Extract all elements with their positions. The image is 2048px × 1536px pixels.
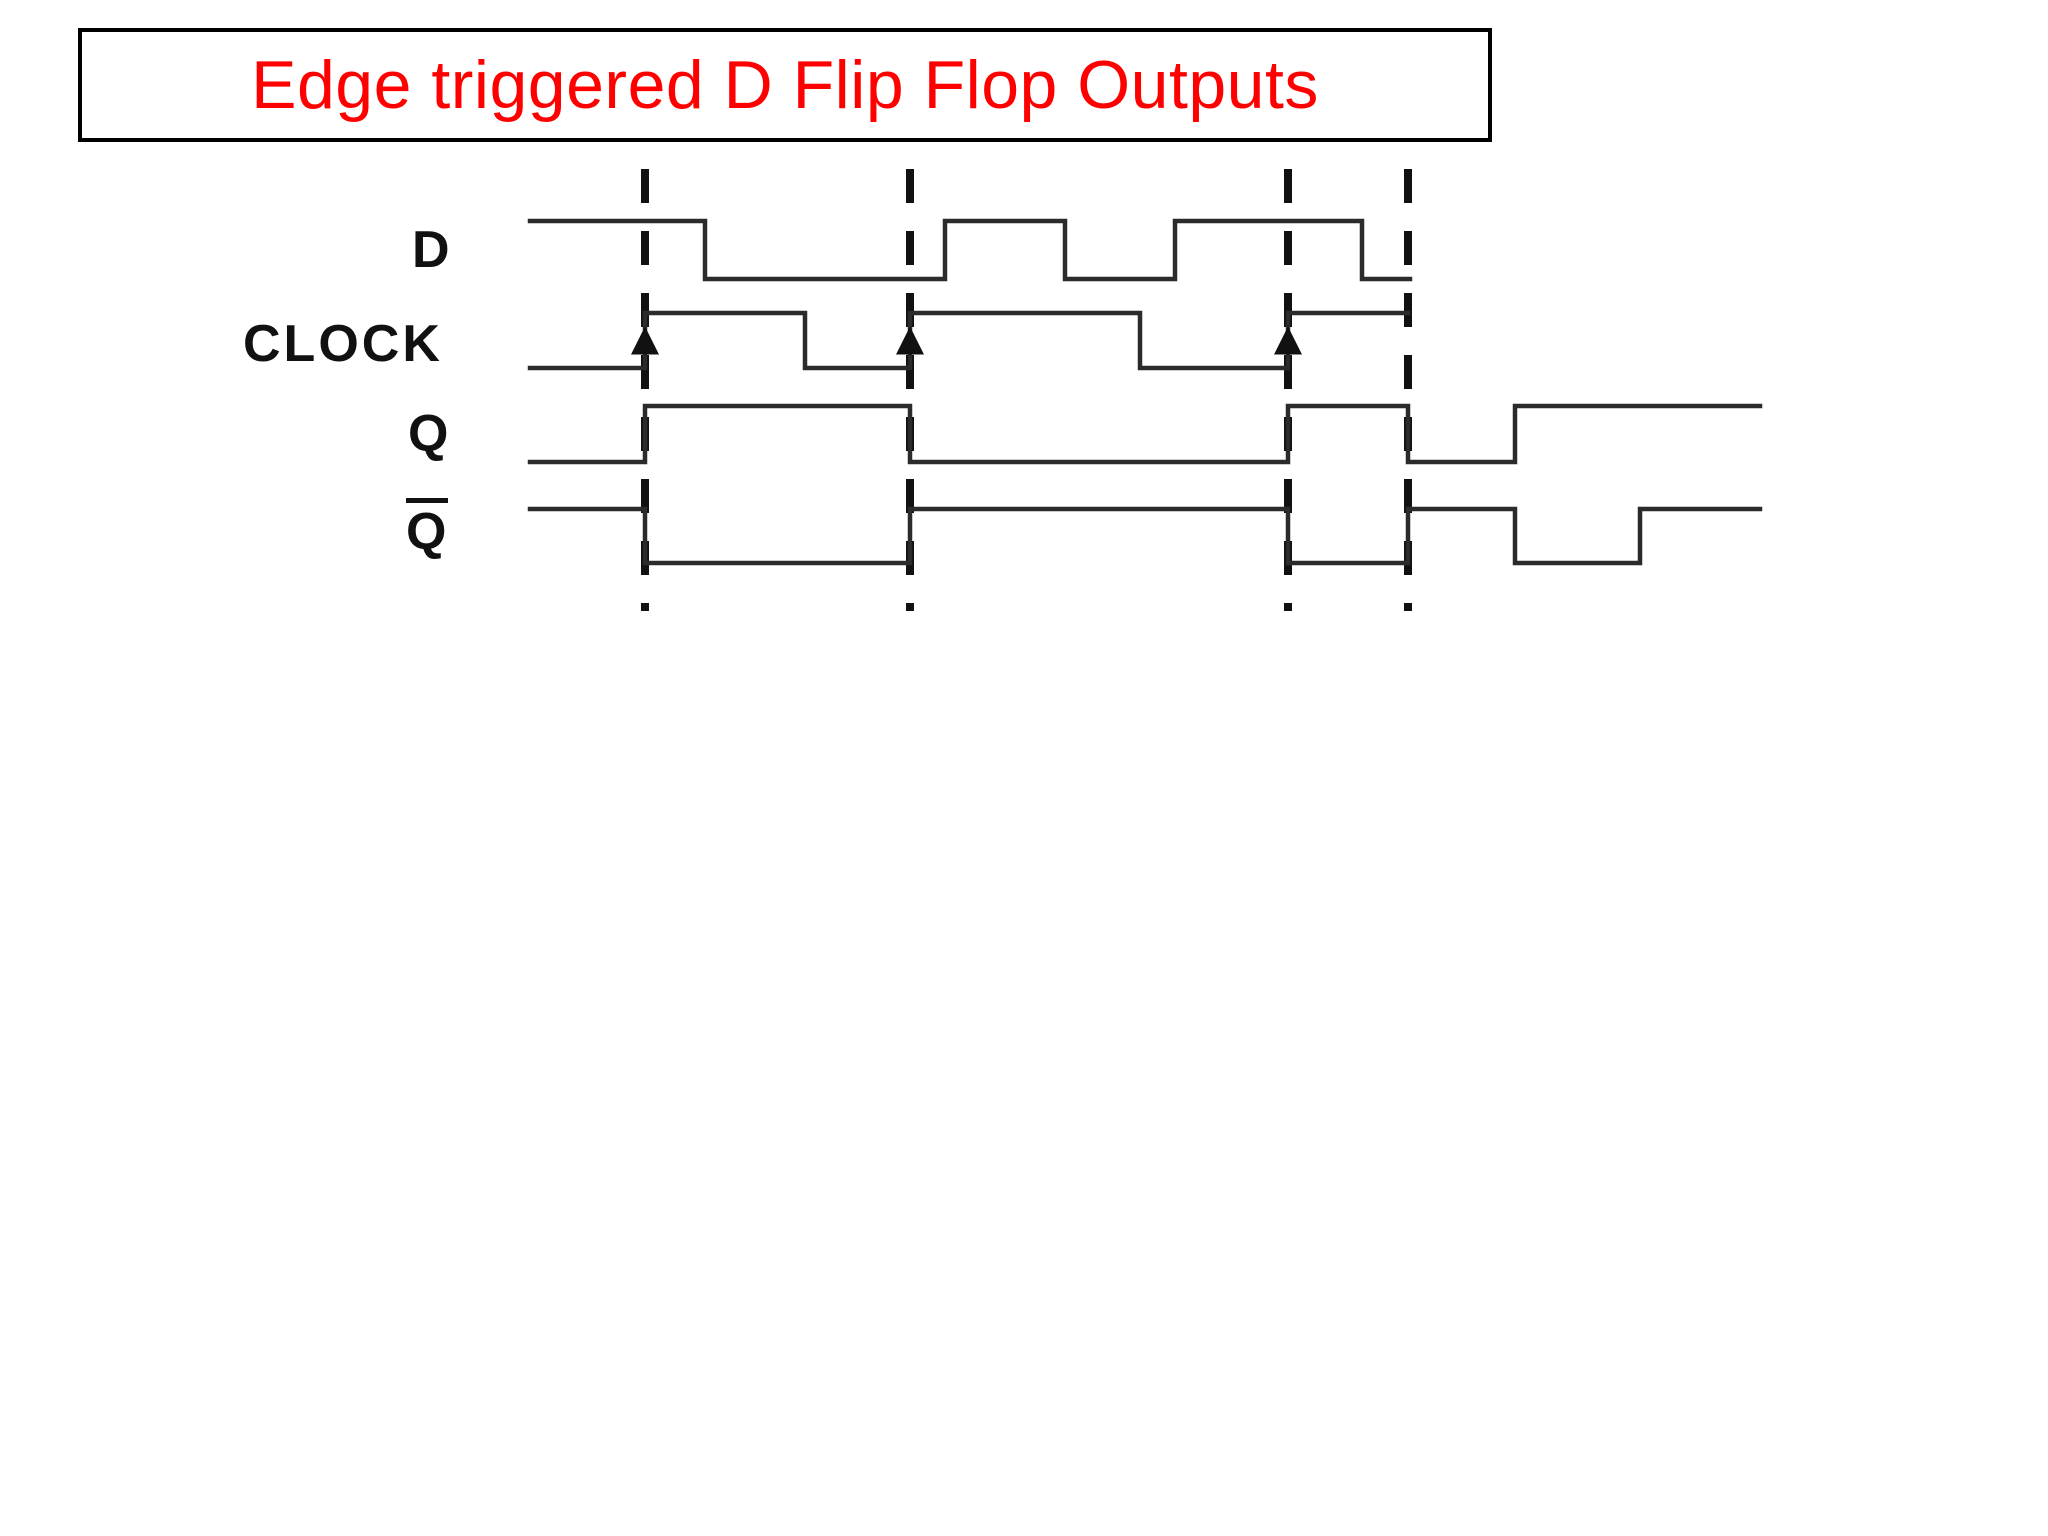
signal-label-d: D — [412, 221, 452, 279]
signal-label-clock: CLOCK — [243, 315, 443, 373]
waveform-trace-d — [527, 218, 1413, 282]
q-bar-overline-text: Q — [406, 498, 449, 558]
signal-label-q: Q — [408, 405, 451, 463]
dashed-marker-group — [641, 169, 1412, 611]
signal-trace-group — [527, 218, 1763, 566]
clock-edge-arrow-group — [631, 326, 1302, 355]
clock-rising-edge-arrow-3-icon — [1274, 326, 1302, 355]
clock-rising-edge-arrow-2-icon — [896, 326, 924, 355]
signal-label-q-bar: Q — [406, 498, 449, 558]
waveform-trace-q — [527, 403, 1763, 465]
title-box: Edge triggered D Flip Flop Outputs — [78, 28, 1492, 142]
clock-rising-edge-arrow-1-icon — [631, 326, 659, 355]
waveform-trace-q-bar — [527, 506, 1763, 566]
waveform-trace-clock — [527, 310, 1411, 371]
page-title: Edge triggered D Flip Flop Outputs — [251, 47, 1319, 123]
